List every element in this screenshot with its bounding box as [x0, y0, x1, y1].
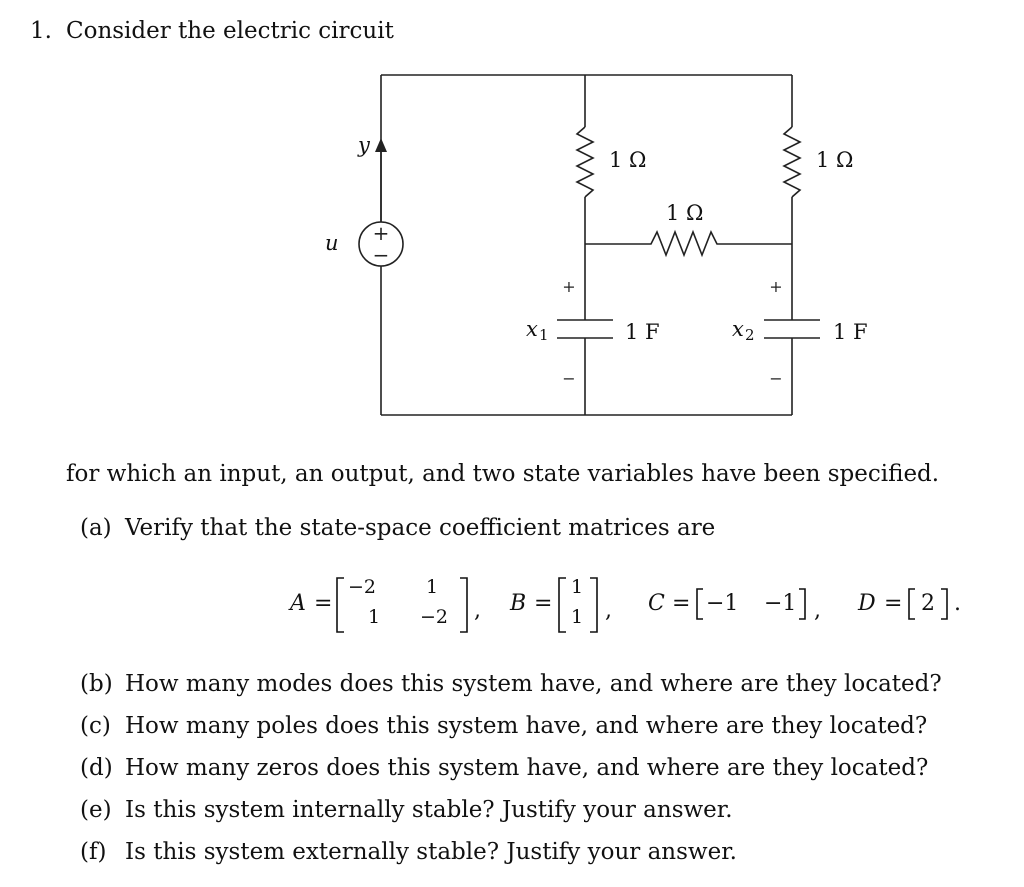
x2-subscript: 2: [745, 326, 755, 344]
matrix-d-equals: =: [884, 591, 903, 616]
x1-label: x: [526, 317, 538, 341]
matrix-a-comma: ,: [474, 598, 481, 623]
matrix-b-name: B: [510, 591, 527, 616]
problem-intro: Consider the electric circuit: [66, 18, 394, 44]
source-plus: +: [373, 221, 390, 245]
matrix-c-brackets: [696, 588, 806, 620]
matrix-b-brackets: [558, 577, 598, 633]
matrix-c-1: −1: [706, 591, 739, 616]
matrix-a-21: 1: [368, 606, 381, 628]
resistor-r1: [575, 126, 595, 198]
after-circuit-text: for which an input, an output, and two s…: [66, 461, 940, 487]
matrix-c-2: −1: [764, 591, 797, 616]
part-e-tag: (e): [80, 797, 112, 823]
part-a-tag: (a): [80, 515, 112, 541]
matrix-d-period: .: [954, 591, 961, 616]
part-b-text: How many modes does this system have, an…: [125, 671, 942, 697]
output-label: y: [357, 133, 371, 157]
matrix-d-name: D: [858, 591, 876, 616]
part-c-text: How many poles does this system have, an…: [125, 713, 928, 739]
r1-label: 1 Ω: [609, 148, 646, 172]
matrix-d-value: 2: [921, 591, 935, 616]
matrix-a-11: −2: [348, 576, 377, 598]
matrix-b-comma: ,: [605, 598, 612, 623]
part-d-text: How many zeros does this system have, an…: [125, 755, 929, 781]
matrix-d-brackets: [908, 588, 948, 620]
matrix-c-equals: =: [672, 591, 691, 616]
x1-subscript: 1: [539, 326, 549, 344]
part-d-tag: (d): [80, 755, 113, 781]
matrix-b-2: 1: [571, 606, 584, 628]
c2-label: 1 F: [833, 320, 868, 344]
source-label: u: [325, 231, 339, 255]
output-arrow-head: [375, 138, 387, 152]
c1-plus: +: [562, 277, 575, 296]
matrix-c-name: C: [648, 591, 665, 616]
part-e-text: Is this system internally stable? Justif…: [125, 797, 733, 823]
resistor-r2: [782, 126, 802, 198]
matrix-a-22: −2: [420, 606, 449, 628]
matrix-a-12: 1: [426, 576, 439, 598]
source-minus: −: [373, 243, 390, 267]
part-f-text: Is this system externally stable? Justif…: [125, 839, 737, 865]
matrix-a-equals: =: [314, 591, 333, 616]
circuit-diagram: + − + − + − 1 Ω 1 Ω 1 Ω 1 F 1 F u y x 1 …: [325, 74, 868, 416]
matrix-a-brackets: [336, 577, 468, 633]
c1-label: 1 F: [625, 320, 660, 344]
matrix-b-equals: =: [534, 591, 553, 616]
r3-label: 1 Ω: [666, 201, 703, 225]
r2-label: 1 Ω: [816, 148, 853, 172]
c2-minus: −: [769, 369, 782, 388]
matrix-c-comma: ,: [814, 598, 821, 623]
matrix-a-name: A: [290, 591, 306, 616]
part-f-tag: (f): [80, 839, 107, 865]
c1-minus: −: [562, 369, 575, 388]
c2-plus: +: [769, 277, 782, 296]
x2-label: x: [732, 317, 744, 341]
part-a-text: Verify that the state-space coefficient …: [125, 515, 716, 541]
matrix-b-1: 1: [571, 576, 584, 598]
problem-number: 1.: [30, 18, 52, 44]
resistor-r3: [585, 229, 792, 258]
part-c-tag: (c): [80, 713, 111, 739]
part-b-tag: (b): [80, 671, 113, 697]
